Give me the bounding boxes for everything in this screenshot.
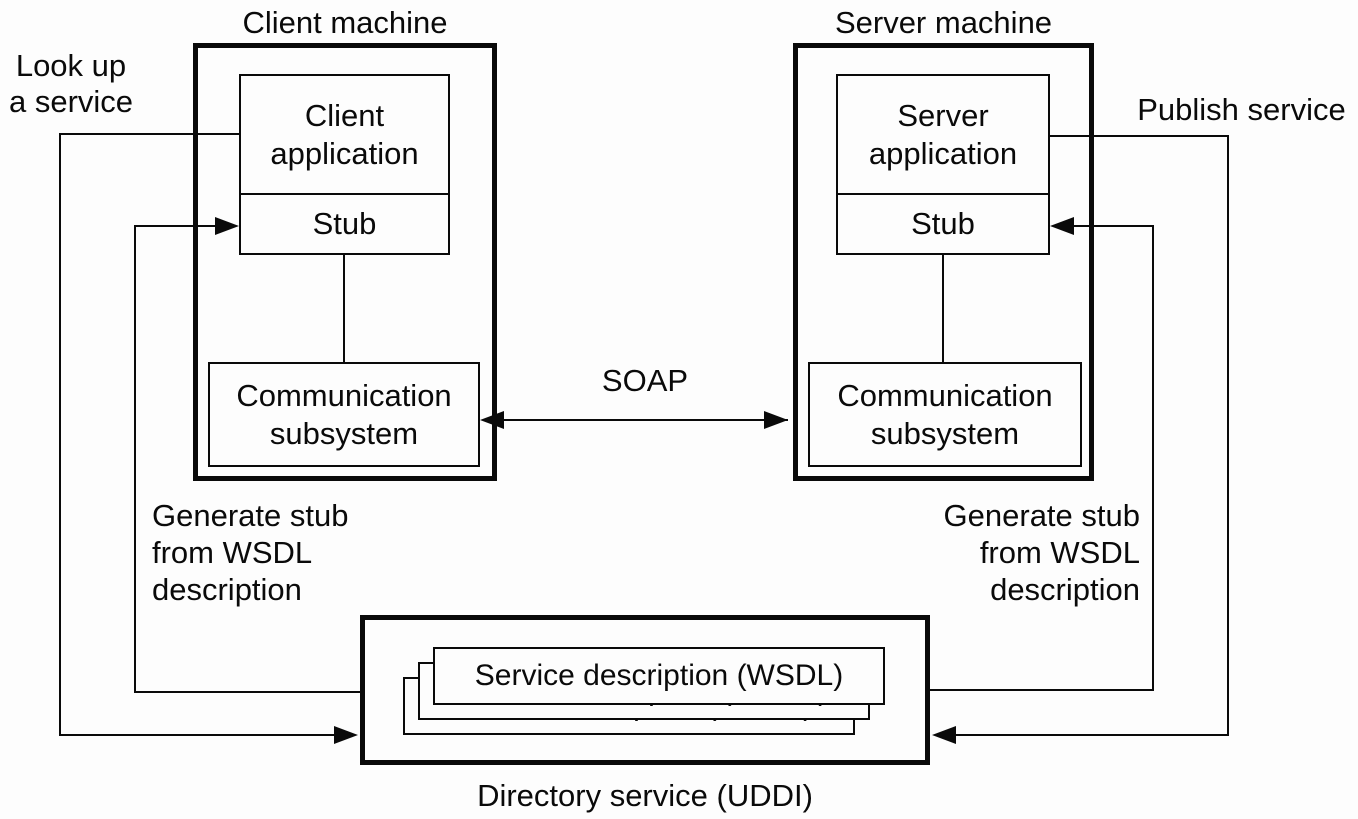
client-comm-subsystem-box: Communication subsystem	[208, 362, 480, 467]
server-stub-label: Stub	[838, 193, 1048, 253]
genstub-client-arrowhead-icon	[215, 217, 239, 235]
client-app-stub-box: Client application Stub	[239, 74, 450, 255]
client-application-label: Client application	[270, 97, 419, 171]
genstub-client-line-vertical	[134, 225, 136, 693]
publish-line-bottom	[954, 734, 1229, 736]
genstub-server-arrowhead-icon	[1050, 217, 1074, 235]
publish-service-label: Publish service	[1137, 92, 1346, 127]
publish-arrowhead-icon	[932, 726, 956, 744]
genstub-server-line-top	[1072, 225, 1154, 227]
publish-line-top	[1050, 135, 1229, 137]
genstub-client-line-bottom	[134, 691, 405, 693]
lookup-line-top	[60, 133, 240, 135]
soap-arrowhead-right-icon	[764, 411, 788, 429]
soap-link-line	[500, 419, 788, 421]
directory-service-title: Directory service (UDDI)	[477, 778, 813, 813]
genstub-client-line-top	[134, 225, 217, 227]
publish-line-vertical	[1227, 135, 1229, 736]
server-application-label: Server application	[868, 97, 1018, 171]
lookup-arrowhead-icon	[334, 726, 358, 744]
service-description-card-front: Service description (WSDL)	[433, 647, 885, 705]
genstub-server-line-vertical	[1152, 225, 1154, 691]
client-stub-comm-connector	[343, 253, 345, 363]
client-stub-label: Stub	[241, 193, 448, 253]
generate-stub-client-label: Generate stub from WSDL description	[152, 498, 349, 607]
soap-arrowhead-left-icon	[480, 411, 504, 429]
server-app-stub-box: Server application Stub	[836, 74, 1050, 255]
server-stub-comm-connector	[942, 253, 944, 363]
server-comm-subsystem-box: Communication subsystem	[808, 362, 1082, 467]
client-machine-title: Client machine	[242, 5, 448, 40]
soap-label: SOAP	[601, 363, 689, 398]
generate-stub-server-label: Generate stub from WSDL description	[943, 498, 1140, 607]
lookup-line-bottom	[59, 734, 336, 736]
lookup-line-vertical	[59, 133, 61, 736]
lookup-service-label: Look up a service	[8, 48, 134, 119]
server-machine-title: Server machine	[834, 5, 1053, 40]
genstub-server-line-bottom	[883, 689, 1154, 691]
